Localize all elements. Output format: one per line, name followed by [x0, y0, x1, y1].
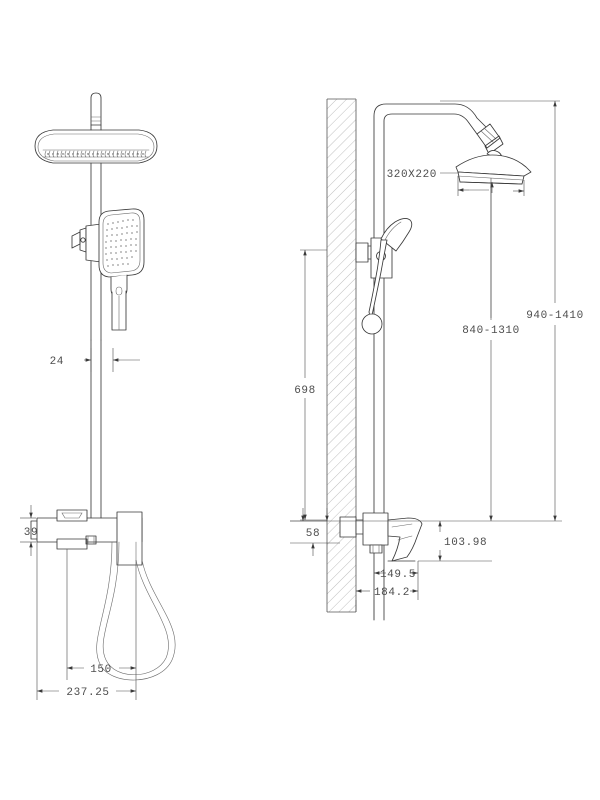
dim-24-label: 24 — [50, 356, 64, 368]
overhead-rain-shower-head-side — [455, 150, 532, 185]
shower-hose-front — [96, 541, 176, 681]
shower-arm-side — [373, 103, 504, 530]
overhead-rain-shower-head-front — [34, 92, 158, 164]
side-view-dimensions: 320X220 698 840-1310 940-1410 5 — [290, 100, 584, 620]
dim-237-25-label: 237.25 — [66, 687, 109, 699]
front-elevation-view: 24 39 150 237.25 — [20, 92, 176, 700]
dim-940-1410-label: 940-1410 — [526, 310, 584, 322]
dim-320x220-label: 320X220 — [387, 169, 437, 181]
dim-103-98-label: 103.98 — [444, 537, 487, 549]
dim-698-label: 698 — [294, 385, 316, 397]
dim-184-2-label: 184.2 — [374, 587, 410, 599]
dim-58-label: 58 — [306, 528, 320, 540]
hand-shower-front — [71, 208, 145, 331]
front-view-dimensions: 24 39 150 237.25 — [20, 348, 140, 700]
shower-head-nozzle-dots — [47, 153, 144, 155]
dim-150-label: 150 — [90, 664, 112, 676]
thermostatic-mixer-body-front — [30, 509, 143, 566]
riser-pipe-lower-front — [90, 339, 102, 519]
hand-shower-side — [361, 217, 413, 335]
dim-840-1310-label: 840-1310 — [462, 325, 520, 337]
side-elevation-view: 320X220 698 840-1310 940-1410 5 — [290, 98, 584, 621]
dim-39-label: 39 — [24, 527, 38, 539]
hand-shower-nozzle-dots — [105, 219, 138, 267]
dim-149-5-label: 149.5 — [380, 569, 416, 581]
